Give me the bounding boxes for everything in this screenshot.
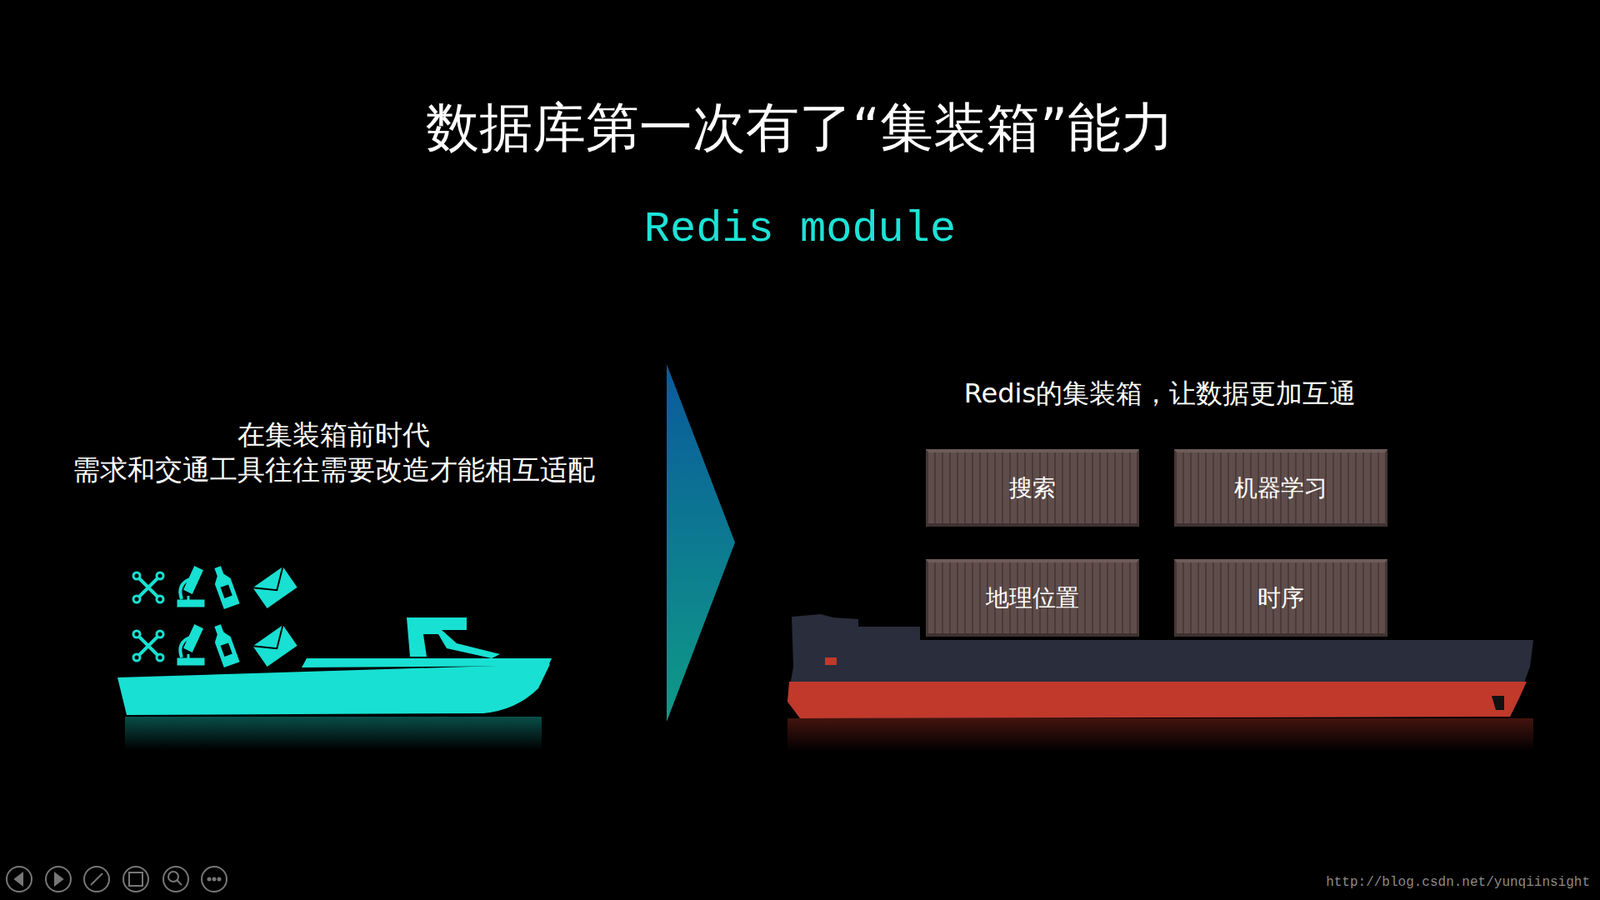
container-box: 地理位置 xyxy=(925,559,1140,637)
toolbar xyxy=(6,866,227,892)
container-label: 地理位置 xyxy=(985,582,1080,615)
container-label: 时序 xyxy=(1257,582,1305,615)
container-box: 搜索 xyxy=(925,449,1140,527)
slide-title: 数据库第一次有了“集装箱”能力 xyxy=(425,91,1175,165)
left-heading: 在集装箱前时代 xyxy=(237,416,430,455)
container-box: 机器学习 xyxy=(1174,449,1388,527)
cargo-icons xyxy=(133,564,298,668)
container-box: 时序 xyxy=(1174,559,1388,637)
transition-arrow xyxy=(666,364,735,722)
right-heading: Redis的集装箱，让数据更加互通 xyxy=(964,375,1356,413)
container-ship xyxy=(787,614,1534,752)
container-label: 机器学习 xyxy=(1234,472,1328,505)
subtitle: Redis module xyxy=(644,205,956,255)
left-note: 需求和交通工具往往需要改造才能相互适配 xyxy=(72,451,595,490)
watermark: http://blog.csdn.net/yunqiinsight xyxy=(1325,875,1590,890)
container-label: 搜索 xyxy=(1009,472,1056,505)
speed-boat xyxy=(117,564,552,750)
